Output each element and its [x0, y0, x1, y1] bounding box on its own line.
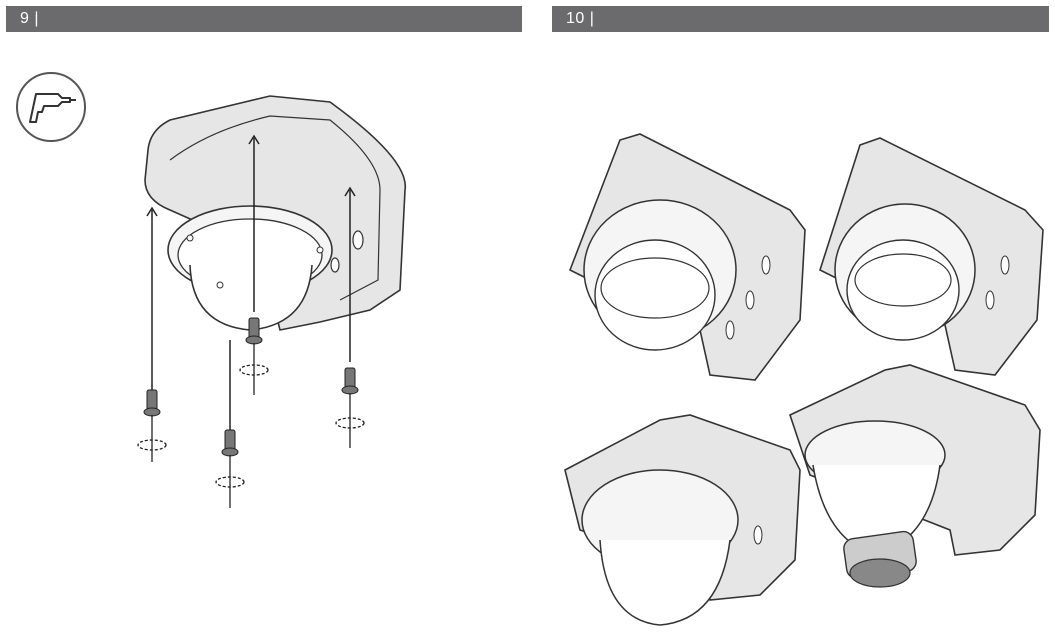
step-9-figure — [137, 95, 407, 508]
screws — [143, 317, 359, 457]
turret-camera-variant — [789, 364, 1041, 588]
step-9-label: 9 | — [20, 10, 39, 27]
step-10-figure — [564, 133, 1044, 626]
screw-arrows — [146, 134, 356, 430]
power-drill-icon — [16, 72, 86, 142]
step-9-header: 9 | — [6, 6, 522, 32]
dome-camera-variant-3 — [564, 414, 801, 626]
step-10-label: 10 | — [566, 10, 595, 27]
rotation-arrows — [137, 343, 365, 508]
dome-camera-variant-1 — [568, 133, 806, 381]
step-10-header: 10 | — [552, 6, 1049, 32]
dome-camera-variant-2 — [819, 137, 1044, 376]
dome-camera — [167, 205, 333, 331]
